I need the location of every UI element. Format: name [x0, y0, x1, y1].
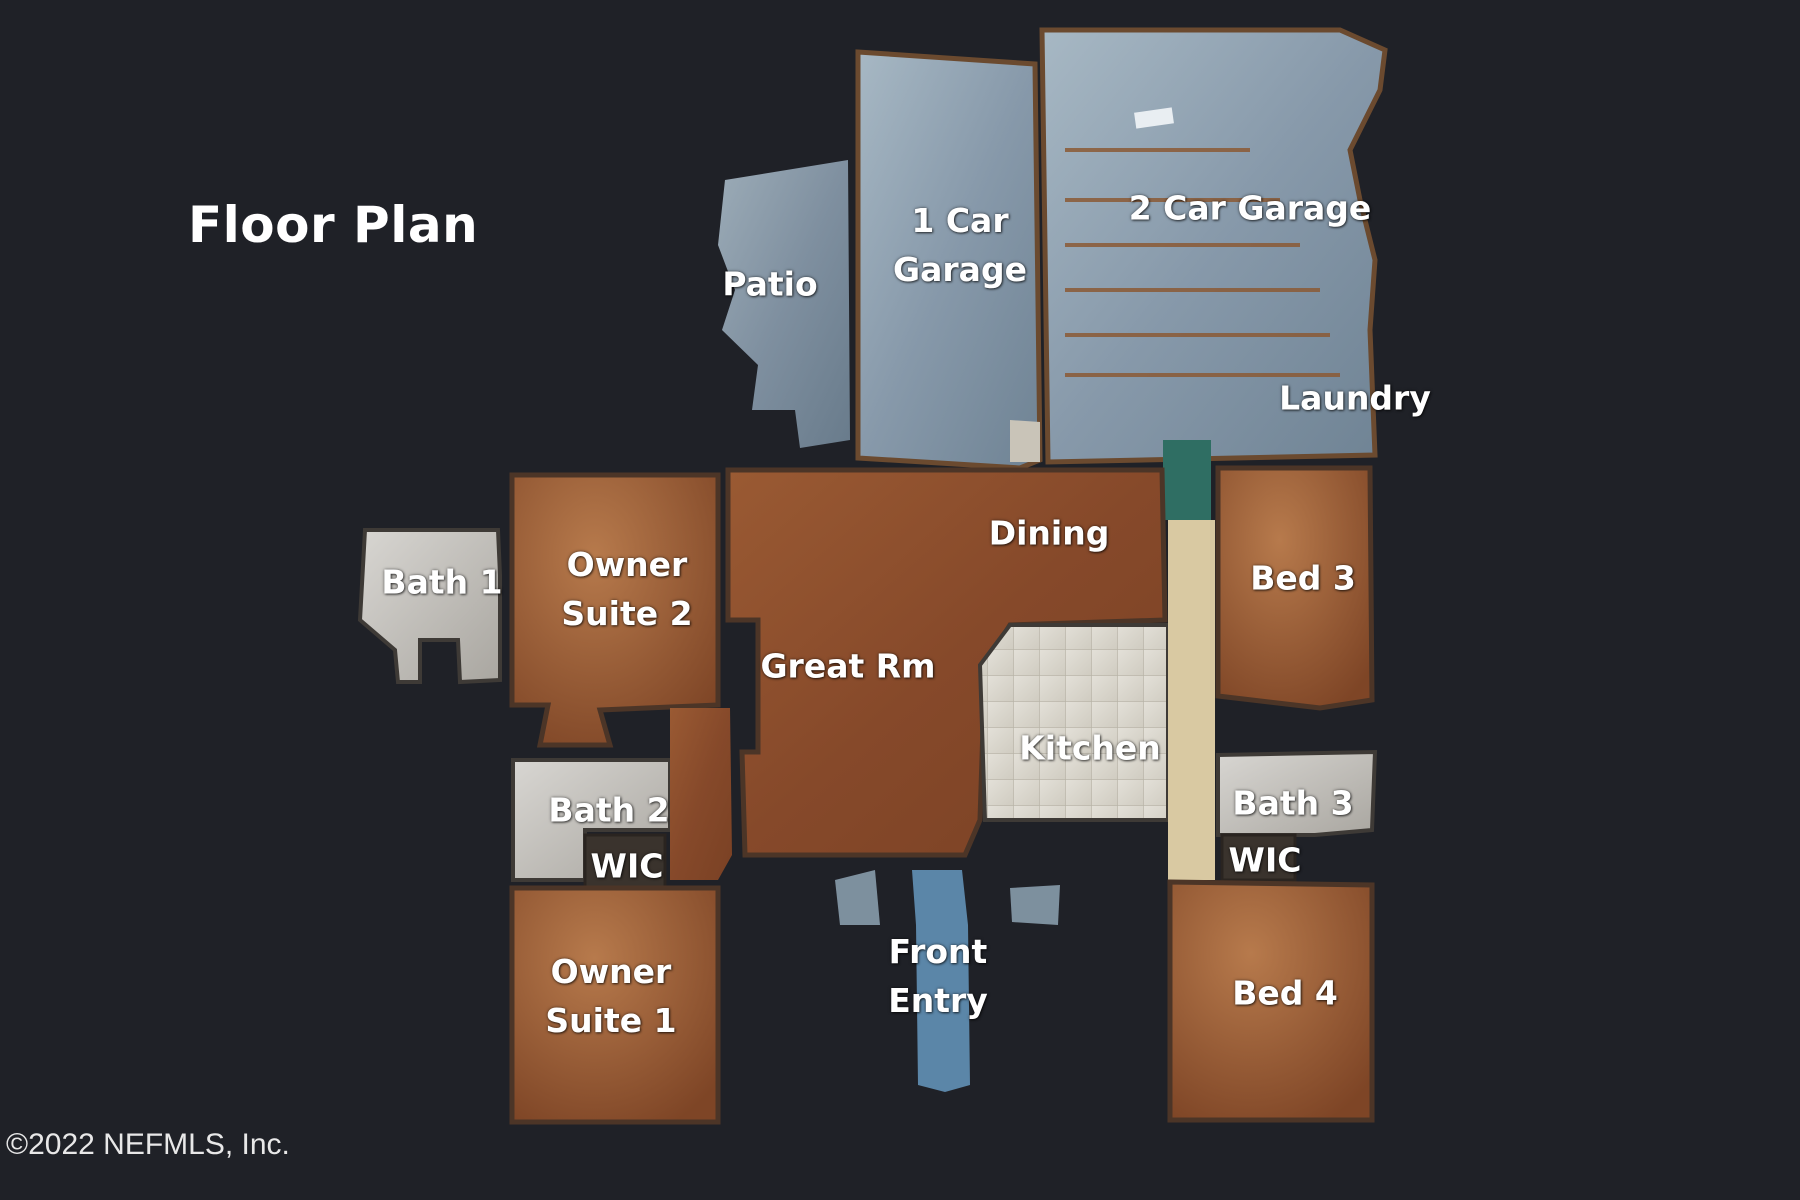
patio-floor [718, 160, 850, 448]
label-bath-1: Bath 1 [381, 562, 503, 602]
bed-3-floor [1215, 465, 1375, 711]
page-title: Floor Plan [188, 196, 479, 254]
bath-3-floor [1216, 749, 1378, 837]
great-rm-dining-floor [725, 467, 1168, 858]
label-bath-3: Bath 3 [1232, 783, 1354, 823]
garage-1-floor [855, 49, 1043, 471]
bed-4-floor [1167, 879, 1375, 1123]
owner-suite-1-floor [509, 885, 721, 1125]
label-garage-2: 2 Car Garage [1128, 188, 1372, 228]
label-kitchen: Kitchen [1019, 728, 1161, 768]
garage-1-tile [1010, 420, 1040, 462]
garage-2-rafters [1065, 148, 1340, 377]
label-bath-2: Bath 2 [548, 790, 670, 830]
label-bed-4: Bed 4 [1232, 973, 1338, 1013]
hallway-floor [1168, 520, 1215, 880]
garage-2-skylight [1134, 107, 1174, 129]
front-entry-porch-left [835, 870, 880, 925]
label-bed-3: Bed 3 [1250, 558, 1356, 598]
label-dining: Dining [988, 513, 1110, 553]
owner-suite-2-floor [509, 472, 721, 748]
bath-1-floor [357, 528, 502, 685]
label-wic-right: WIC [1228, 840, 1302, 880]
garage-2-teal-wall [1163, 440, 1211, 520]
front-entry-walk [912, 870, 970, 1092]
label-patio: Patio [722, 264, 818, 304]
front-entry-porch-right [1010, 885, 1060, 925]
kitchen-floor [977, 623, 1170, 822]
label-great-rm: Great Rm [760, 646, 936, 686]
label-wic-left: WIC [590, 846, 664, 886]
label-laundry: Laundry [1279, 378, 1431, 418]
left-hall-floor [670, 708, 732, 880]
copyright-notice: ©2022 NEFMLS, Inc. [6, 1128, 290, 1161]
wic-right-floor [1220, 833, 1297, 882]
